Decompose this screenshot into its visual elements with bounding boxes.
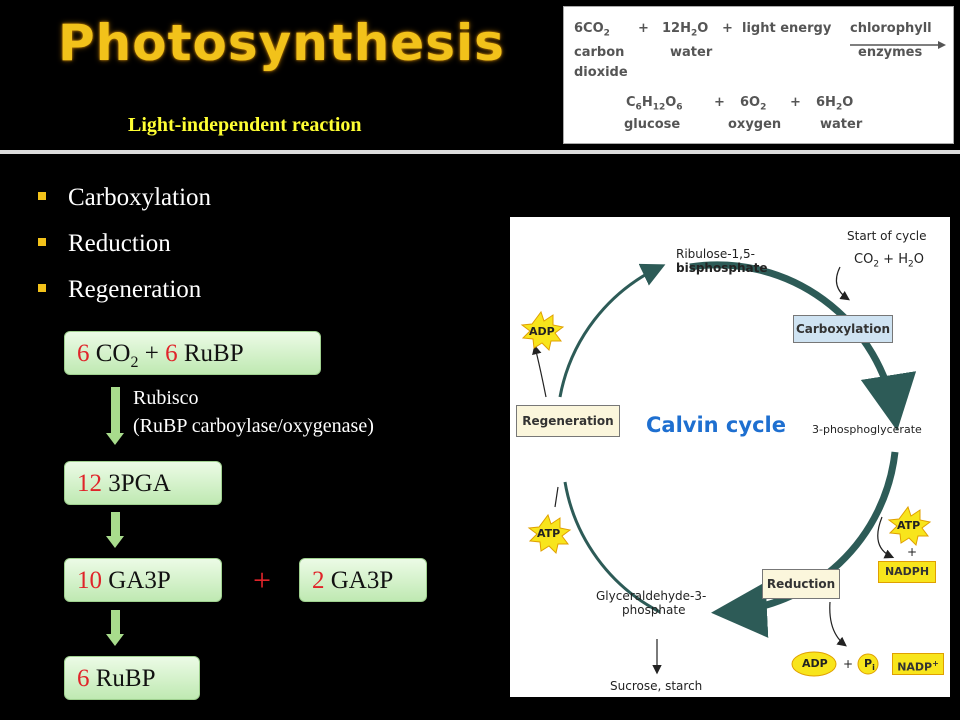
box-carboxylation: Carboxylation — [793, 315, 893, 343]
label-glucose: glucose — [624, 117, 681, 132]
equation-light-energy: light energy — [742, 21, 832, 36]
equation-chlorophyll: chlorophyll — [850, 21, 932, 36]
bullet-square-icon — [38, 284, 46, 293]
cycle-arrows — [520, 261, 932, 677]
label-start-of-cycle: Start of cycle — [847, 229, 927, 243]
bullet-square-icon — [38, 192, 46, 201]
equation-arrow — [850, 41, 946, 49]
page-subtitle: Light-independent reaction — [128, 114, 362, 136]
step-rubp: 6 RuBP — [64, 656, 200, 700]
equation-plus: + — [722, 21, 733, 36]
box-nadp: NADP+ — [892, 653, 944, 675]
equation-glucose: C6H12O6 — [626, 95, 683, 113]
label-sucrose-starch: Sucrose, starch — [610, 679, 703, 693]
adp-oval-icon — [791, 651, 837, 677]
cycle-arc-bottom-left — [563, 481, 661, 614]
label-pi: Pi — [864, 657, 875, 673]
label-adp: ADP — [529, 325, 555, 338]
label-atp: ATP — [537, 527, 561, 540]
adp-star-icon — [520, 310, 565, 351]
photosynthesis-equation: 6CO2 + 12H2O + light energy chlorophyll … — [563, 6, 954, 144]
plus-sign: + — [253, 562, 272, 598]
equation-co2: 6CO2 — [574, 21, 610, 39]
step-ga3p-2: 2 GA3P — [299, 558, 427, 602]
page-title: Photosynthesis — [58, 14, 505, 72]
step-co2-rubp: 6 CO2 + 6 RuBP — [64, 331, 321, 375]
label-3-phosphoglycerate: 3-phosphoglycerate — [812, 423, 922, 436]
label-glyceraldehyde-3-phosphate: Glyceraldehyde-3-phosphate — [596, 589, 707, 617]
equation-oxygen: 6O2 — [740, 95, 767, 113]
label-dioxide: dioxide — [574, 65, 628, 80]
enzyme-label: Rubisco(RuBP carboylase/oxygenase) — [133, 387, 374, 437]
equation-water-product: 6H2O — [816, 95, 854, 113]
bullet-reduction: Reduction — [38, 230, 171, 258]
atp-star-icon — [887, 505, 932, 546]
label-plus: + — [907, 545, 918, 559]
cycle-arc-top-right — [689, 261, 917, 431]
calvin-cycle-title: Calvin cycle — [646, 413, 786, 437]
calvin-cycle-diagram: Calvin cycle Start of cycle CO2 + H2O Ri… — [510, 217, 950, 697]
header-divider — [0, 150, 960, 154]
bullet-regeneration: Regeneration — [38, 276, 201, 304]
box-nadph: NADPH — [878, 561, 936, 583]
label-rubp: Ribulose-1,5-bisphosphate — [676, 247, 768, 275]
pi-circle-icon — [857, 653, 879, 675]
equation-enzymes: enzymes — [858, 45, 923, 60]
label-adp-bottom: ADP — [802, 657, 828, 670]
box-reduction: Reduction — [762, 569, 840, 599]
equation-plus: + — [790, 95, 801, 110]
step-3pga: 12 3PGA — [64, 461, 222, 505]
bullet-square-icon — [38, 238, 46, 247]
label-carbon: carbon — [574, 45, 625, 60]
label-atp: ATP — [897, 519, 921, 532]
equation-plus: + — [638, 21, 649, 36]
bullet-carboxylation: Carboxylation — [38, 184, 211, 212]
box-regeneration: Regeneration — [516, 405, 620, 437]
label-water: water — [670, 45, 713, 60]
label-co2-h2o: CO2 + H2O — [854, 252, 924, 270]
label-plus-pi: + — [843, 657, 854, 671]
cycle-arc-bottom-right — [711, 451, 899, 638]
equation-water: 12H2O — [662, 21, 709, 39]
label-oxygen: oxygen — [728, 117, 782, 132]
label-water-product: water — [820, 117, 863, 132]
cycle-arc-top-left — [558, 263, 666, 398]
step-ga3p-10: 10 GA3P — [64, 558, 222, 602]
equation-plus: + — [714, 95, 725, 110]
atp-star-icon — [527, 513, 572, 554]
